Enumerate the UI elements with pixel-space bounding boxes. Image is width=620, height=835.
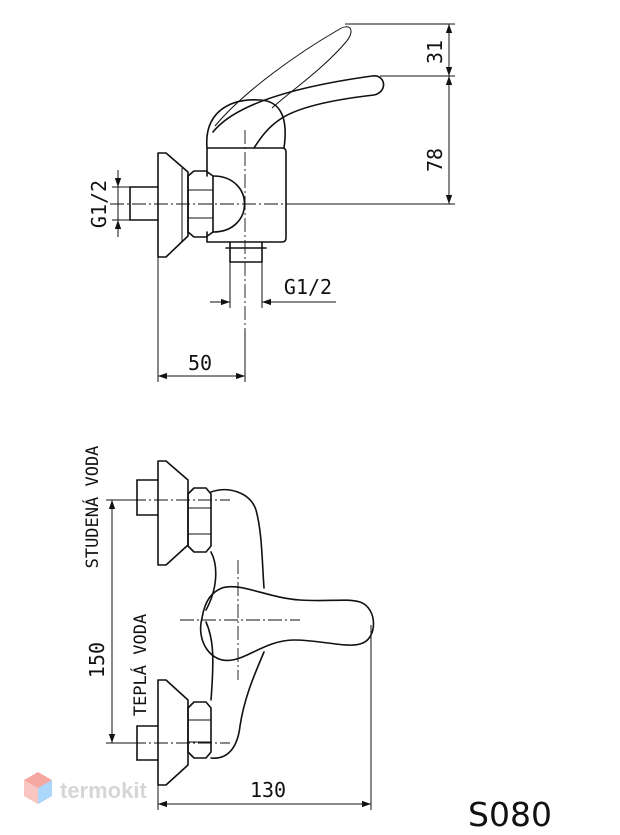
side-lever-raised <box>214 26 352 127</box>
side-inlet-thread-dimension <box>112 170 130 237</box>
front-width-dimension <box>157 625 372 810</box>
label-warm-water: TEPLÁ VODA <box>129 614 151 716</box>
termokit-logo-icon <box>24 772 52 804</box>
front-inlet-spacing-dimension <box>106 499 137 744</box>
dim-inlet-thread: G1/2 <box>87 180 111 228</box>
dim-outlet-thread: G1/2 <box>284 275 332 299</box>
termokit-watermark-text: termokit <box>60 778 147 803</box>
termokit-watermark: termokit <box>24 772 147 804</box>
side-escutcheon <box>157 152 189 258</box>
model-code: S080 <box>468 795 552 834</box>
side-height-dimensions <box>290 23 455 205</box>
side-mixer-body <box>206 147 287 243</box>
dim-body-height: 78 <box>423 148 447 172</box>
dim-inlet-spacing: 150 <box>85 642 109 678</box>
dim-width: 130 <box>250 778 286 802</box>
side-outlet-pipe <box>225 241 267 263</box>
front-mixer-body <box>205 488 265 759</box>
side-cartridge-cap <box>206 99 286 149</box>
side-view: 31 78 G1/2 G1/2 50 <box>87 23 455 382</box>
front-lever-handle <box>199 585 375 662</box>
label-cold-water: STUDENÁ VODA <box>81 446 103 569</box>
side-wall-offset-dimension <box>157 257 246 382</box>
front-view: 150 STUDENÁ VODA TEPLÁ VODA 130 <box>81 446 375 810</box>
side-inlet-pipe <box>129 186 159 221</box>
side-outlet-thread-dimension <box>210 262 336 308</box>
front-top-inlet <box>136 460 212 566</box>
dim-wall-offset: 50 <box>188 351 212 375</box>
side-lever <box>212 75 385 149</box>
dim-lever-height: 31 <box>423 40 447 64</box>
